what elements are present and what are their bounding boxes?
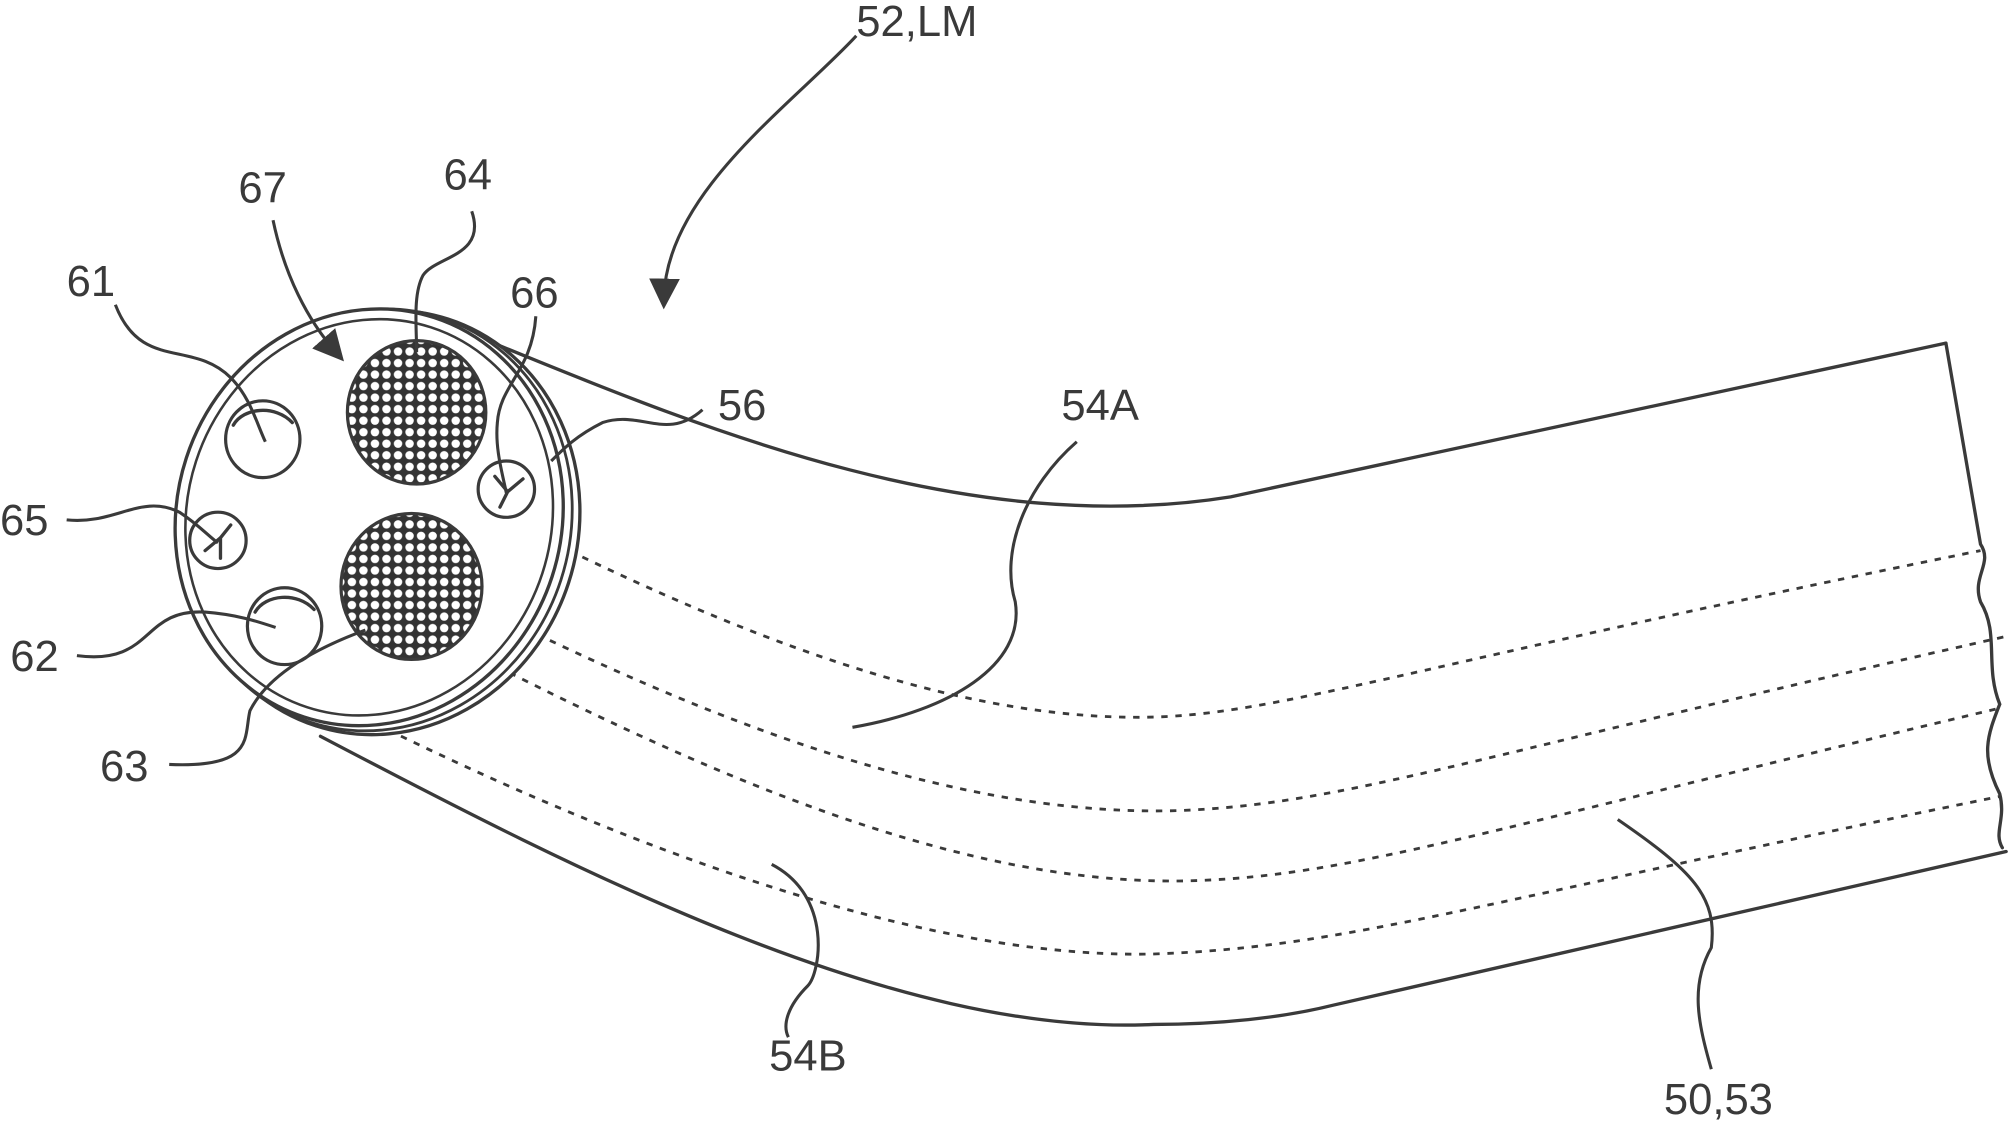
label-62: 62 [10, 633, 58, 681]
label-54A: 54A [1061, 382, 1139, 430]
label-63: 63 [100, 743, 148, 791]
leader-54B [770, 862, 820, 1038]
leader-54A [852, 440, 1078, 729]
channel-dashed-2 [249, 482, 2007, 813]
label-66: 66 [510, 269, 558, 317]
leader-66 [495, 316, 538, 494]
label-67: 67 [238, 164, 286, 212]
shaft-top-edge [491, 341, 1948, 508]
channel-dashed-4 [262, 664, 2001, 956]
tip-face [173, 307, 565, 728]
leader-63 [169, 628, 366, 767]
leader-67-arrow [271, 219, 344, 362]
label-52-LM: 52,LM [856, 0, 977, 46]
tip-face-inner [184, 317, 555, 717]
label-50-53: 50,53 [1664, 1076, 1773, 1123]
label-65: 65 [0, 497, 48, 545]
lens-65 [188, 510, 248, 571]
leader-52-arrow [649, 34, 858, 310]
leader-50-53 [1616, 818, 1714, 1070]
channel-dashed-1 [294, 405, 1981, 719]
shaft-bottom-edge [318, 734, 2008, 1027]
leader-61 [113, 304, 267, 443]
leader-62 [76, 610, 277, 659]
leader-64 [414, 210, 476, 353]
fiber-bundle-lower [339, 511, 484, 662]
leader-65 [66, 504, 219, 545]
port-62 [245, 586, 324, 667]
label-56: 56 [718, 382, 766, 430]
label-54B: 54B [769, 1033, 847, 1081]
fiber-bundle-upper [345, 339, 488, 486]
leader-56 [550, 408, 704, 463]
shaft-break-line [1944, 341, 2004, 850]
channel-dashed-3 [371, 600, 2001, 883]
label-64: 64 [444, 152, 492, 200]
label-61: 61 [67, 258, 115, 306]
